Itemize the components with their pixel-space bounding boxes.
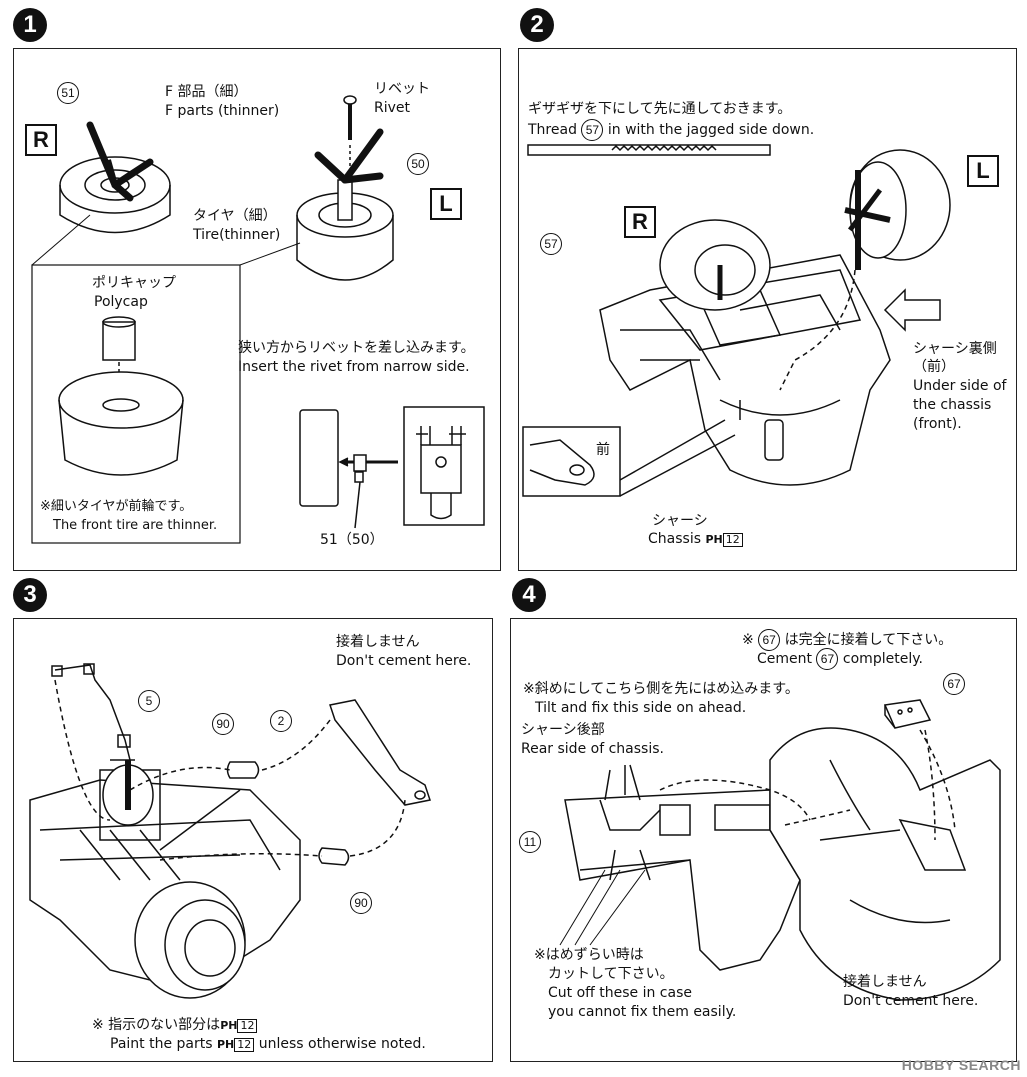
step1-wheel-l [296, 95, 394, 281]
step3-part-2 [329, 699, 431, 806]
thread-en-a: Thread [528, 122, 577, 138]
step2-chassis-jp: シャーシ [652, 513, 708, 529]
cement-en-b: completely. [842, 651, 923, 667]
step-1-number: 1 [13, 8, 47, 42]
step4-nocement-en: Don't cement here. [843, 993, 979, 1009]
step1-note-en: The front tire are thinner. [53, 518, 218, 533]
paint-jp-color: PH [220, 1019, 238, 1032]
step2-thread-jp: ギザギザを下にして先に通しておきます。 [528, 101, 792, 117]
step2-underside-en-1: Under side of [913, 378, 1007, 394]
step4-tilt-en: Tilt and fix this side on ahead. [535, 700, 747, 716]
step1-insert-en: Insert the rivet from narrow side. [238, 359, 470, 375]
step4-body [769, 727, 1001, 1001]
step1-side-r-badge: R [25, 124, 57, 156]
step2-part-57 [527, 144, 771, 156]
thread-en-b: in with the jagged side down. [607, 122, 815, 138]
step4-cut-jp-2: カットして下さい。 [548, 966, 674, 982]
step3-part-90b-callout: 90 [350, 892, 372, 914]
step2-side-r-badge: R [624, 206, 656, 238]
step2-wheel-l [844, 149, 951, 270]
step1-insert-jp: 狭い方からリベットを差し込みます。 [238, 340, 475, 356]
step4-chassis [564, 789, 801, 971]
paint-en-color: PH [216, 1038, 235, 1051]
chassis-color-code: PH [705, 533, 723, 546]
step1-rivet-en: Rivet [374, 100, 411, 116]
paint-en-b: unless otherwise noted. [258, 1036, 426, 1052]
step4-rear-jp: シャーシ後部 [521, 722, 605, 738]
step2-thread-en: Thread 57 in with the jagged side down. [528, 119, 814, 141]
step1-polycap-jp: ポリキャップ [92, 275, 176, 291]
step2-thread-part-57: 57 [581, 119, 604, 141]
step4-cut-en-2: you cannot fix them easily. [548, 1004, 737, 1020]
watermark: HOBBY SEARCH [901, 1057, 1021, 1073]
chassis-en-text: Chassis [648, 531, 701, 547]
cement-en-a: Cement [757, 651, 813, 667]
step3-part-5 [51, 663, 135, 761]
step3-part-5-callout: 5 [138, 690, 160, 712]
step1-polycap-en: Polycap [94, 294, 148, 310]
step3-part-2-callout: 2 [270, 710, 292, 732]
step2-underside-jp-2: （前） [913, 359, 955, 375]
step4-cut-en-1: Cut off these in case [548, 985, 692, 1001]
cement-part-67-en: 67 [816, 648, 839, 670]
step2-underside-en-2: the chassis [913, 397, 992, 413]
paint-en-a: Paint the parts [110, 1036, 213, 1052]
paint-jp-num: 12 [237, 1019, 258, 1033]
step2-chassis [599, 254, 891, 486]
step3-nocement-en: Don't cement here. [336, 653, 472, 669]
step1-polycap-detail [58, 316, 184, 476]
step1-tire-en: Tire(thinner) [193, 227, 281, 243]
paint-en-num: 12 [234, 1038, 255, 1052]
step1-part-51-callout: 51 [57, 82, 79, 104]
step4-part-67 [883, 699, 932, 729]
cement-jp-a: ※ [742, 632, 754, 648]
step2-underside-jp-1: シャーシ裏側 [913, 341, 997, 357]
step2-side-l-badge: L [967, 155, 999, 187]
step4-cement-en: Cement 67 completely. [757, 648, 923, 670]
step1-f-parts-jp: F 部品（細） [165, 84, 248, 100]
step4-nocement-jp: 接着しません [843, 974, 927, 990]
step2-underside-en-3: (front). [913, 416, 962, 432]
step1-part-50-callout: 50 [407, 153, 429, 175]
step4-cut-jp-1: ※はめずらい時は [534, 947, 644, 963]
step-3-number: 3 [13, 578, 47, 612]
step1-part-ref: 51（50） [320, 532, 384, 548]
step1-note-jp: ※細いタイヤが前輪です。 [40, 499, 193, 514]
step2-part-57-callout: 57 [540, 233, 562, 255]
step4-cement-jp: ※ 67 は完全に接着して下さい。 [742, 629, 952, 651]
step-2-number: 2 [520, 8, 554, 42]
step1-tire-jp: タイヤ（細） [193, 208, 277, 224]
step1-f-parts-en: F parts (thinner) [165, 103, 280, 119]
paint-jp-text: ※ 指示のない部分は [92, 1017, 221, 1033]
step4-rear-en: Rear side of chassis. [521, 741, 664, 757]
step4-part-11-callout: 11 [519, 831, 541, 853]
cement-part-67-jp: 67 [758, 629, 781, 651]
step-4-number: 4 [512, 578, 546, 612]
step1-rivet-jp: リベット [374, 81, 430, 97]
step1-wheel-r [59, 121, 171, 234]
step3-wheel [134, 881, 246, 999]
step2-front-jp: 前 [596, 442, 610, 458]
step4-part-67-callout: 67 [943, 673, 965, 695]
step1-side-l-badge: L [430, 188, 462, 220]
chassis-color-num: 12 [722, 533, 743, 547]
cement-jp-b: は完全に接着して下さい。 [784, 632, 953, 648]
step3-nocement-jp: 接着しません [336, 634, 420, 650]
step2-wheel-r [659, 219, 771, 311]
step3-part-90a-callout: 90 [212, 713, 234, 735]
step4-tilt-jp: ※斜めにしてこちら側を先にはめ込みます。 [523, 681, 799, 697]
